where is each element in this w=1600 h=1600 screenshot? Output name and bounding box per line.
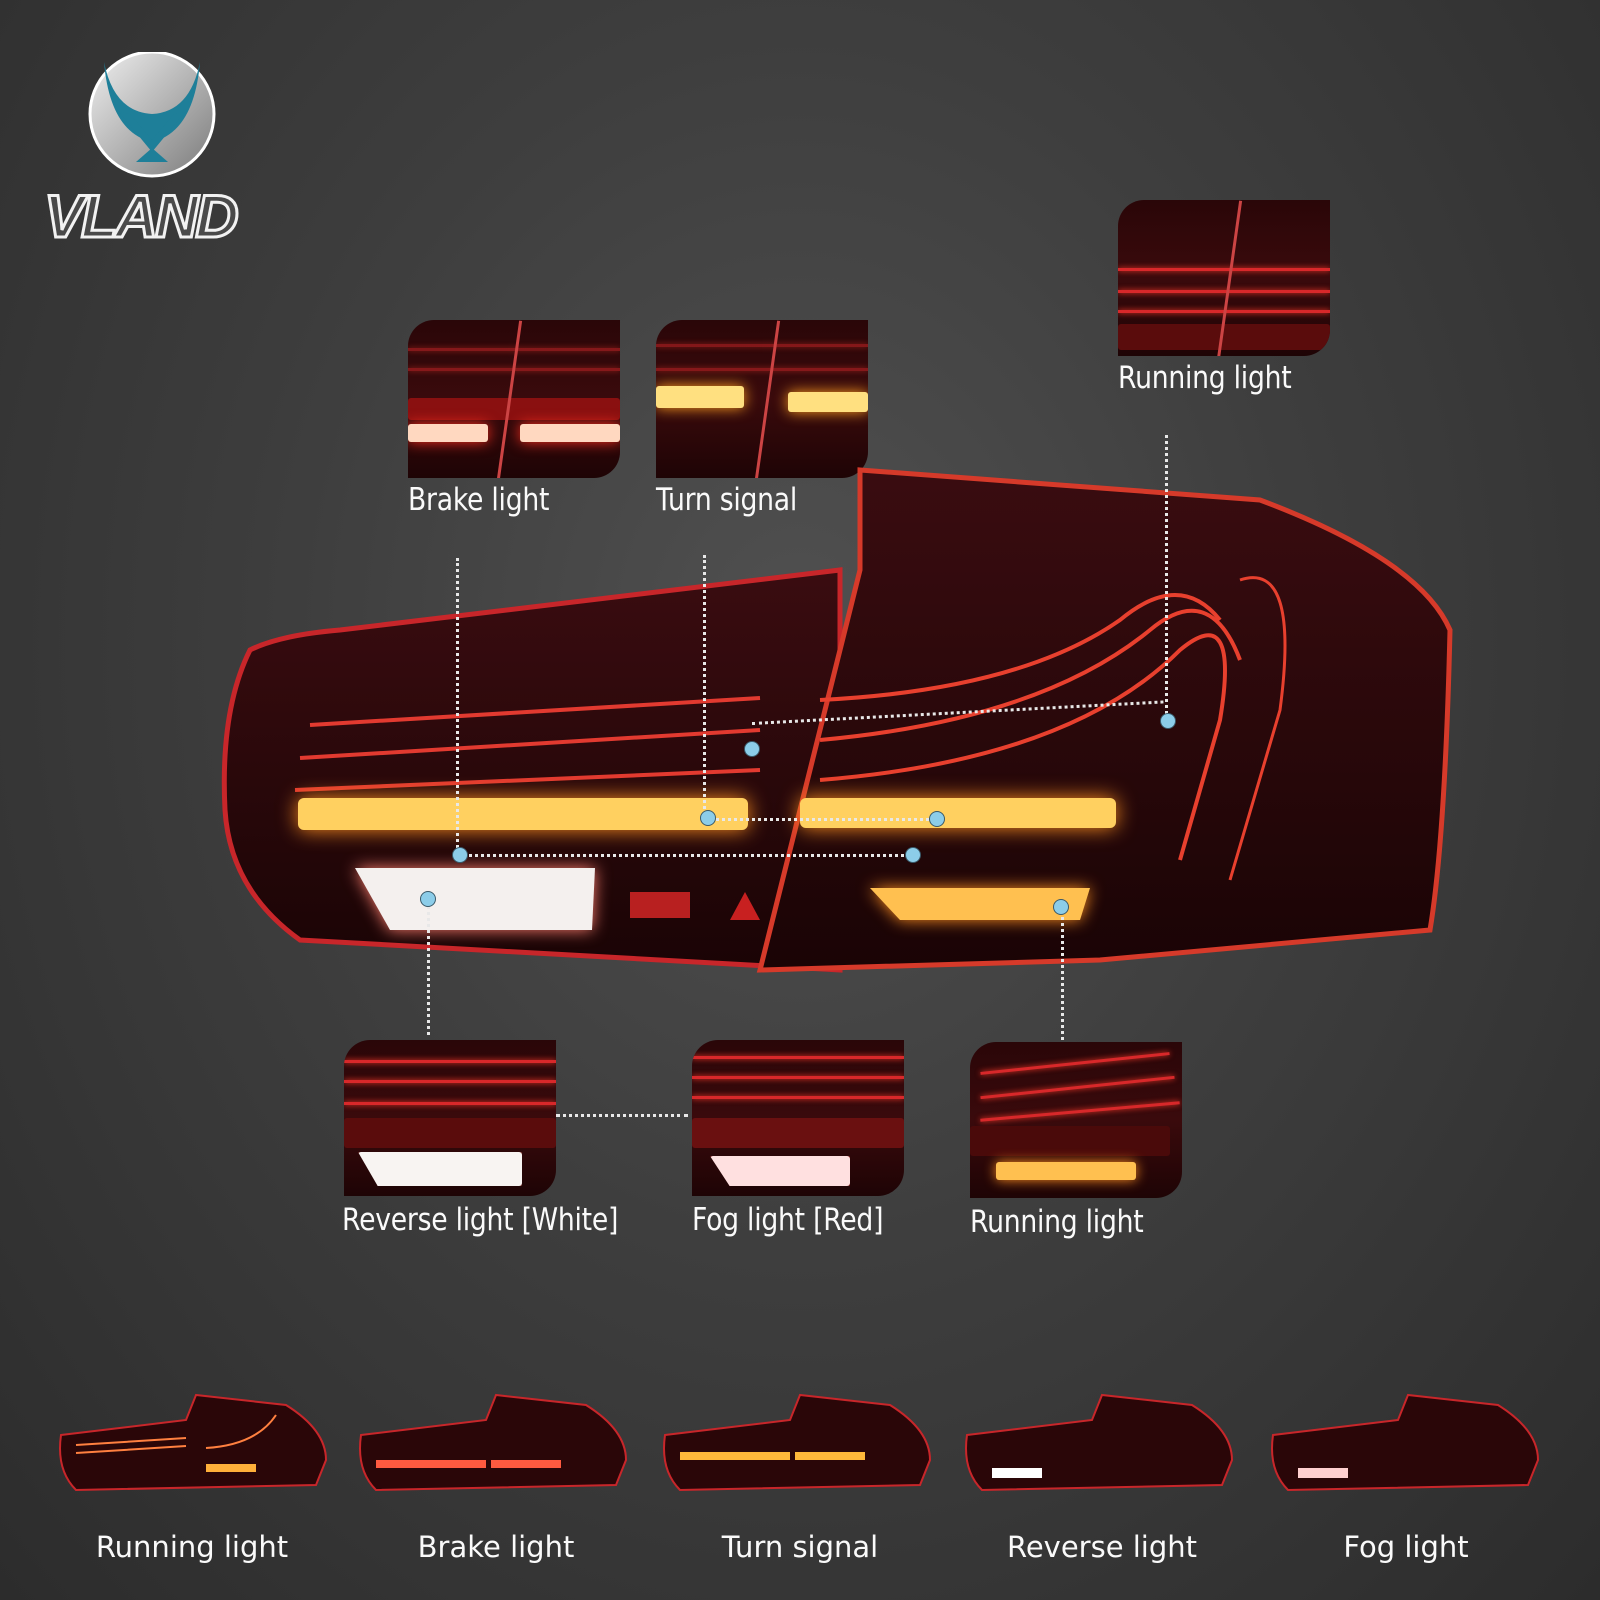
connector-reverse-fog bbox=[556, 1114, 688, 1117]
marker-dot bbox=[929, 811, 945, 827]
tail-light-main-image bbox=[221, 467, 1453, 973]
reverse-light-label: Reverse light [White] bbox=[342, 1202, 619, 1238]
turn-signal-label: Turn signal bbox=[656, 482, 798, 518]
running-light-thumbnail-mid bbox=[970, 1042, 1182, 1198]
brand-name: VLAND bbox=[43, 182, 241, 252]
connector-brake-h bbox=[462, 854, 912, 857]
marker-dot bbox=[905, 847, 921, 863]
connector-turn bbox=[703, 555, 706, 815]
mode-running-light-label: Running light bbox=[95, 1530, 289, 1564]
reverse-light-thumbnail bbox=[344, 1040, 556, 1196]
mode-fog-light-label: Fog light bbox=[1343, 1530, 1469, 1564]
brake-light-thumbnail bbox=[408, 320, 620, 478]
marker-dot bbox=[452, 847, 468, 863]
marker-dot bbox=[700, 810, 716, 826]
running-light-label-mid: Running light bbox=[970, 1204, 1144, 1240]
connector-running-mid bbox=[1061, 905, 1064, 1040]
logo-emblem-icon bbox=[88, 52, 216, 178]
marker-dot bbox=[1053, 899, 1069, 915]
connector-brake bbox=[456, 558, 459, 848]
marker-dot bbox=[420, 891, 436, 907]
mode-turn-signal-image bbox=[660, 1390, 940, 1500]
turn-signal-thumbnail bbox=[656, 320, 868, 478]
mode-fog-light-image bbox=[1268, 1390, 1548, 1500]
mode-brake-light-label: Brake light bbox=[417, 1530, 575, 1564]
fog-light-label: Fog light [Red] bbox=[692, 1202, 884, 1238]
mode-turn-signal-label: Turn signal bbox=[721, 1530, 879, 1564]
running-light-thumbnail-top bbox=[1118, 200, 1330, 356]
marker-dot bbox=[744, 741, 760, 757]
connector-turn-h bbox=[710, 818, 935, 821]
marker-dot bbox=[1160, 713, 1176, 729]
brake-light-label: Brake light bbox=[408, 482, 550, 518]
connector-running-top bbox=[1165, 435, 1168, 720]
brand-logo: VLAND bbox=[43, 52, 264, 252]
fog-light-thumbnail bbox=[692, 1040, 904, 1196]
mode-reverse-light-label: Reverse light bbox=[1006, 1530, 1198, 1564]
mode-brake-light-image bbox=[356, 1390, 636, 1500]
mode-reverse-light-image bbox=[962, 1390, 1242, 1500]
running-light-label-top: Running light bbox=[1118, 360, 1292, 396]
mode-running-light-image bbox=[56, 1390, 336, 1500]
connector-reverse bbox=[427, 900, 430, 1035]
